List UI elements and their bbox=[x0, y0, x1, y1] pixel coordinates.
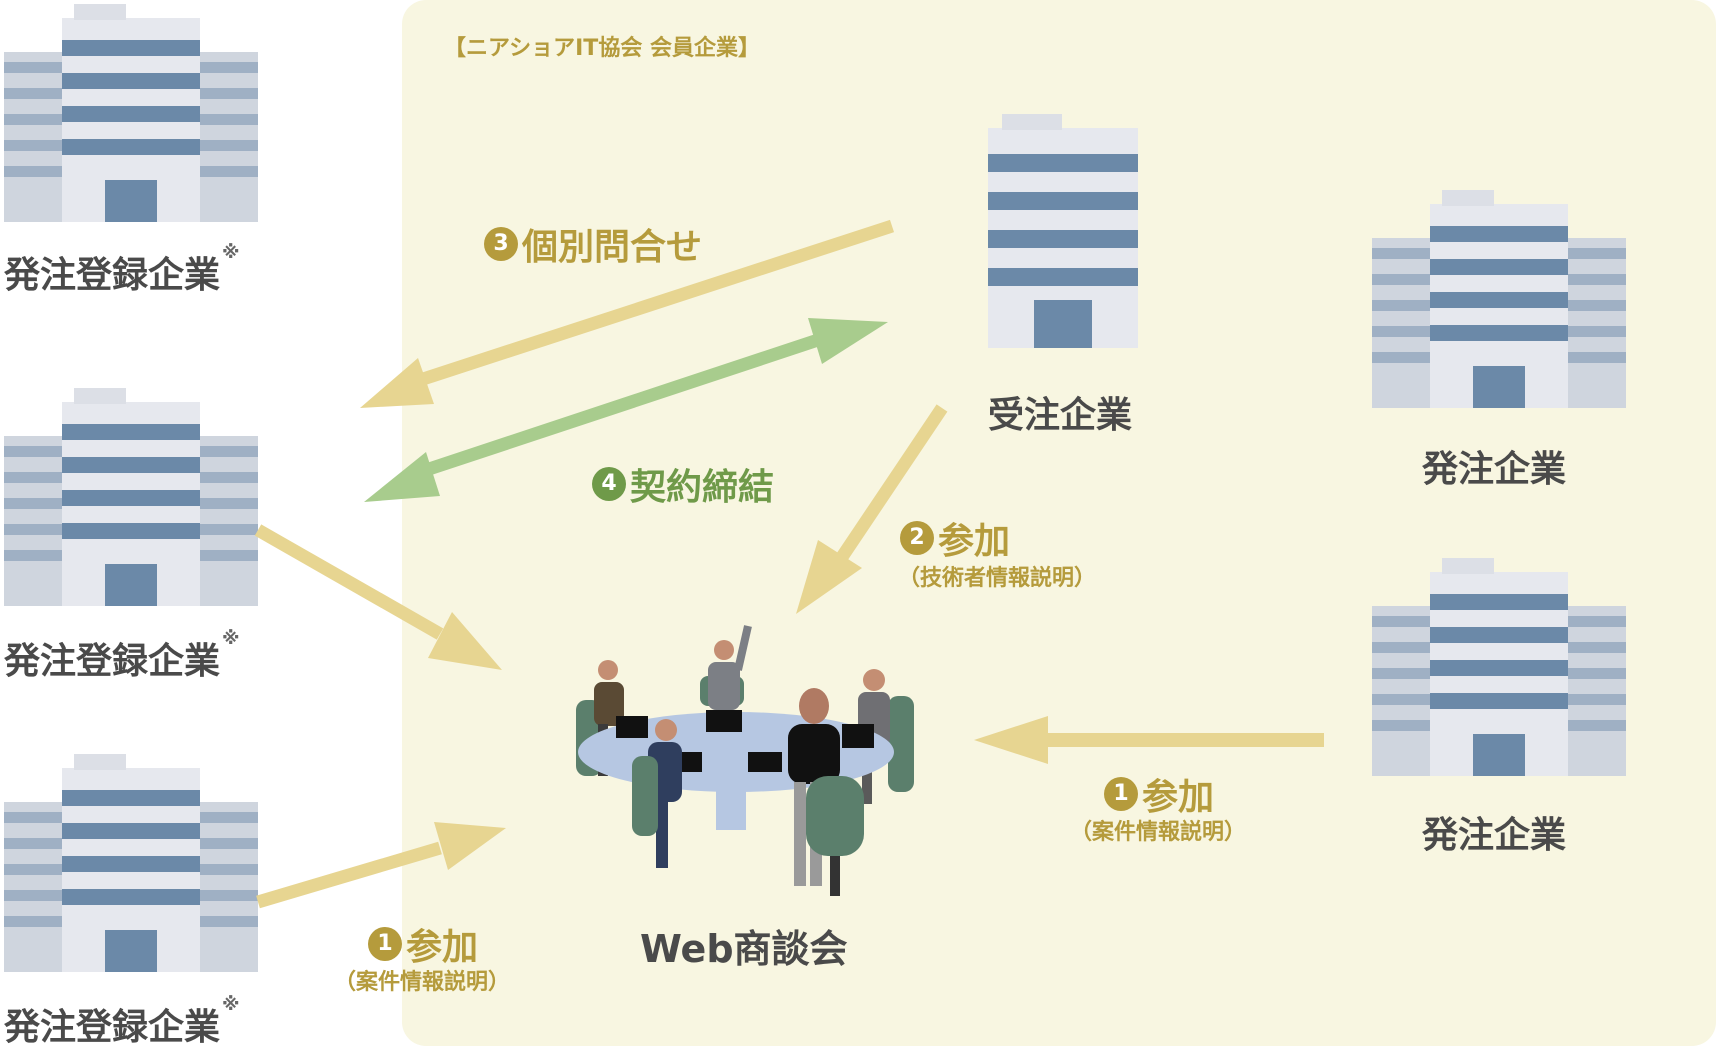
building-icon-contractor bbox=[988, 114, 1138, 348]
laptop-icon bbox=[842, 724, 874, 748]
step4-text: 契約締結 bbox=[630, 467, 775, 508]
meeting-label: Web商談会 bbox=[640, 927, 848, 971]
label-contractor-company: 受注企業 bbox=[988, 395, 1133, 436]
note-mark: ※ bbox=[222, 242, 240, 263]
laptop-icon bbox=[616, 716, 648, 738]
label-registered-company-3: 発注登録企業※ bbox=[4, 994, 240, 1050]
step1-sub-left: （案件情報説明） bbox=[334, 970, 511, 995]
label-registered-company-2: 発注登録企業※ bbox=[4, 628, 240, 684]
label-ordering-company-2: 発注企業 bbox=[1422, 815, 1567, 856]
step1-sub-right: （案件情報説明） bbox=[1070, 820, 1247, 845]
building-icon-ordering-1 bbox=[1372, 190, 1626, 408]
building-icon-ordering-2 bbox=[1372, 558, 1626, 776]
step4-number-badge: 4 bbox=[592, 467, 626, 501]
member-panel-title: 【ニアショアIT協会 会員企業】 bbox=[444, 36, 760, 61]
laptop-icon bbox=[748, 752, 782, 772]
step1-text: 参加 bbox=[406, 927, 479, 968]
label-ordering-company-1: 発注企業 bbox=[1422, 449, 1567, 490]
label-registered-company-text: 発注登録企業 bbox=[4, 1007, 221, 1048]
arrow-step2 bbox=[796, 404, 948, 614]
step1-number-badge: 1 bbox=[1104, 777, 1138, 811]
laptop-icon bbox=[706, 710, 742, 732]
person-icon bbox=[788, 688, 864, 896]
step3-number-badge: 3 bbox=[484, 227, 518, 261]
step2-text: 参加 bbox=[938, 521, 1011, 562]
label-registered-company-1: 発注登録企業※ bbox=[4, 242, 240, 298]
chair-icon bbox=[888, 696, 914, 792]
arrow-ordering-step1 bbox=[974, 716, 1324, 764]
step2-number-badge: 2 bbox=[900, 521, 934, 555]
building-icon-registered-1 bbox=[4, 4, 258, 222]
arrow-step3 bbox=[360, 219, 895, 408]
step2-sub: （技術者情報説明） bbox=[898, 566, 1097, 591]
building-icon-registered-3 bbox=[4, 754, 258, 972]
step1-number-badge: 1 bbox=[368, 927, 402, 961]
step3-text: 個別問合せ bbox=[522, 227, 703, 268]
label-registered-company-text: 発注登録企業 bbox=[4, 255, 221, 296]
step1-text: 参加 bbox=[1142, 777, 1215, 818]
meeting-illustration bbox=[576, 625, 914, 896]
person-raising-hand-icon bbox=[708, 625, 752, 710]
arrow-registered-bottom bbox=[256, 822, 506, 909]
label-registered-company-text: 発注登録企業 bbox=[4, 641, 221, 682]
arrow-registered-mid bbox=[254, 524, 502, 670]
building-icon-registered-2 bbox=[4, 388, 258, 606]
note-mark: ※ bbox=[222, 994, 240, 1015]
note-mark: ※ bbox=[222, 628, 240, 649]
arrow-step4 bbox=[364, 318, 888, 502]
person-icon bbox=[632, 719, 682, 868]
